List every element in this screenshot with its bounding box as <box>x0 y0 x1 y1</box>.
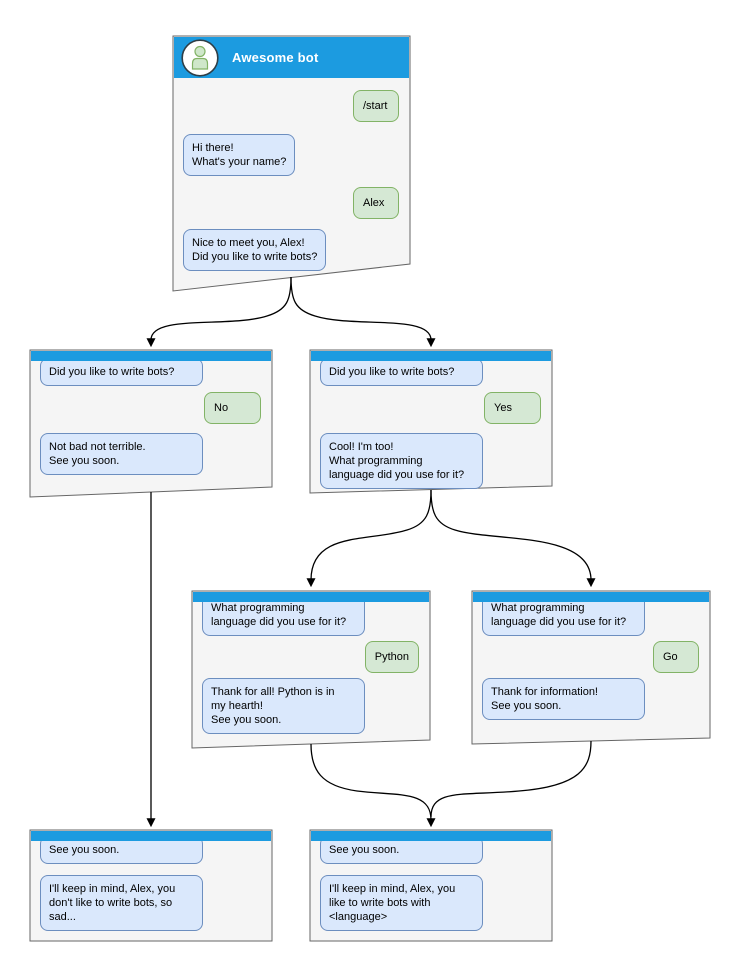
message-list: Did you like to write bots? No Not bad n… <box>31 358 271 475</box>
user-message: Python <box>364 641 419 673</box>
arrow-go-to-end-yes <box>430 740 592 818</box>
bot-message: I'll keep in mind, Alex, you don't like … <box>40 875 203 931</box>
chat-window-python-branch: What programming language did you use fo… <box>193 592 429 734</box>
bot-avatar-icon <box>181 38 219 77</box>
arrow-yes-to-go <box>430 489 596 588</box>
window-title-bar <box>31 351 271 361</box>
bot-message: Nice to meet you, Alex! Did you like to … <box>183 229 327 271</box>
message-list: /start Hi there! What's your name? Alex … <box>174 78 409 271</box>
message-list: What programming language did you use fo… <box>473 594 709 720</box>
chat-header: Awesome bot <box>174 37 409 78</box>
message-list: See you soon. I'll keep in mind, Alex, y… <box>311 836 551 931</box>
window-title-bar <box>193 592 429 602</box>
arrow-python-to-end-yes <box>310 743 436 828</box>
arrow-yes-to-python <box>306 489 432 588</box>
user-message: Alex <box>353 187 399 219</box>
message-list: Did you like to write bots? Yes Cool! I'… <box>311 358 551 489</box>
bot-message: Hi there! What's your name? <box>183 134 296 176</box>
bot-message: Cool! I'm too! What programming language… <box>320 433 483 489</box>
chat-window-end-yes: See you soon. I'll keep in mind, Alex, y… <box>311 831 551 931</box>
bot-message: Not bad not terrible. See you soon. <box>40 433 203 475</box>
bot-message: Thank for information! See you soon. <box>482 678 645 720</box>
bot-message: I'll keep in mind, Alex, you like to wri… <box>320 875 483 931</box>
bot-message: Did you like to write bots? <box>320 358 483 386</box>
chat-window-yes-branch: Did you like to write bots? Yes Cool! I'… <box>311 351 551 489</box>
bot-message: Thank for all! Python is in my hearth! S… <box>202 678 365 734</box>
arrow-root-to-no <box>146 276 292 348</box>
chat-window-root: Awesome bot /start Hi there! What's your… <box>174 37 409 271</box>
user-message: /start <box>353 90 399 122</box>
message-list: What programming language did you use fo… <box>193 594 429 734</box>
chat-title: Awesome bot <box>232 50 319 65</box>
chat-window-end-no: See you soon. I'll keep in mind, Alex, y… <box>31 831 271 931</box>
message-list: See you soon. I'll keep in mind, Alex, y… <box>31 836 271 931</box>
chat-window-go-branch: What programming language did you use fo… <box>473 592 709 720</box>
chat-window-no-branch: Did you like to write bots? No Not bad n… <box>31 351 271 475</box>
window-title-bar <box>473 592 709 602</box>
window-title-bar <box>311 351 551 361</box>
bot-message: Did you like to write bots? <box>40 358 203 386</box>
user-message: Go <box>653 641 699 673</box>
window-title-bar <box>31 831 271 841</box>
window-title-bar <box>311 831 551 841</box>
user-message: Yes <box>484 392 541 424</box>
arrow-root-to-yes <box>290 276 436 348</box>
user-message: No <box>204 392 261 424</box>
